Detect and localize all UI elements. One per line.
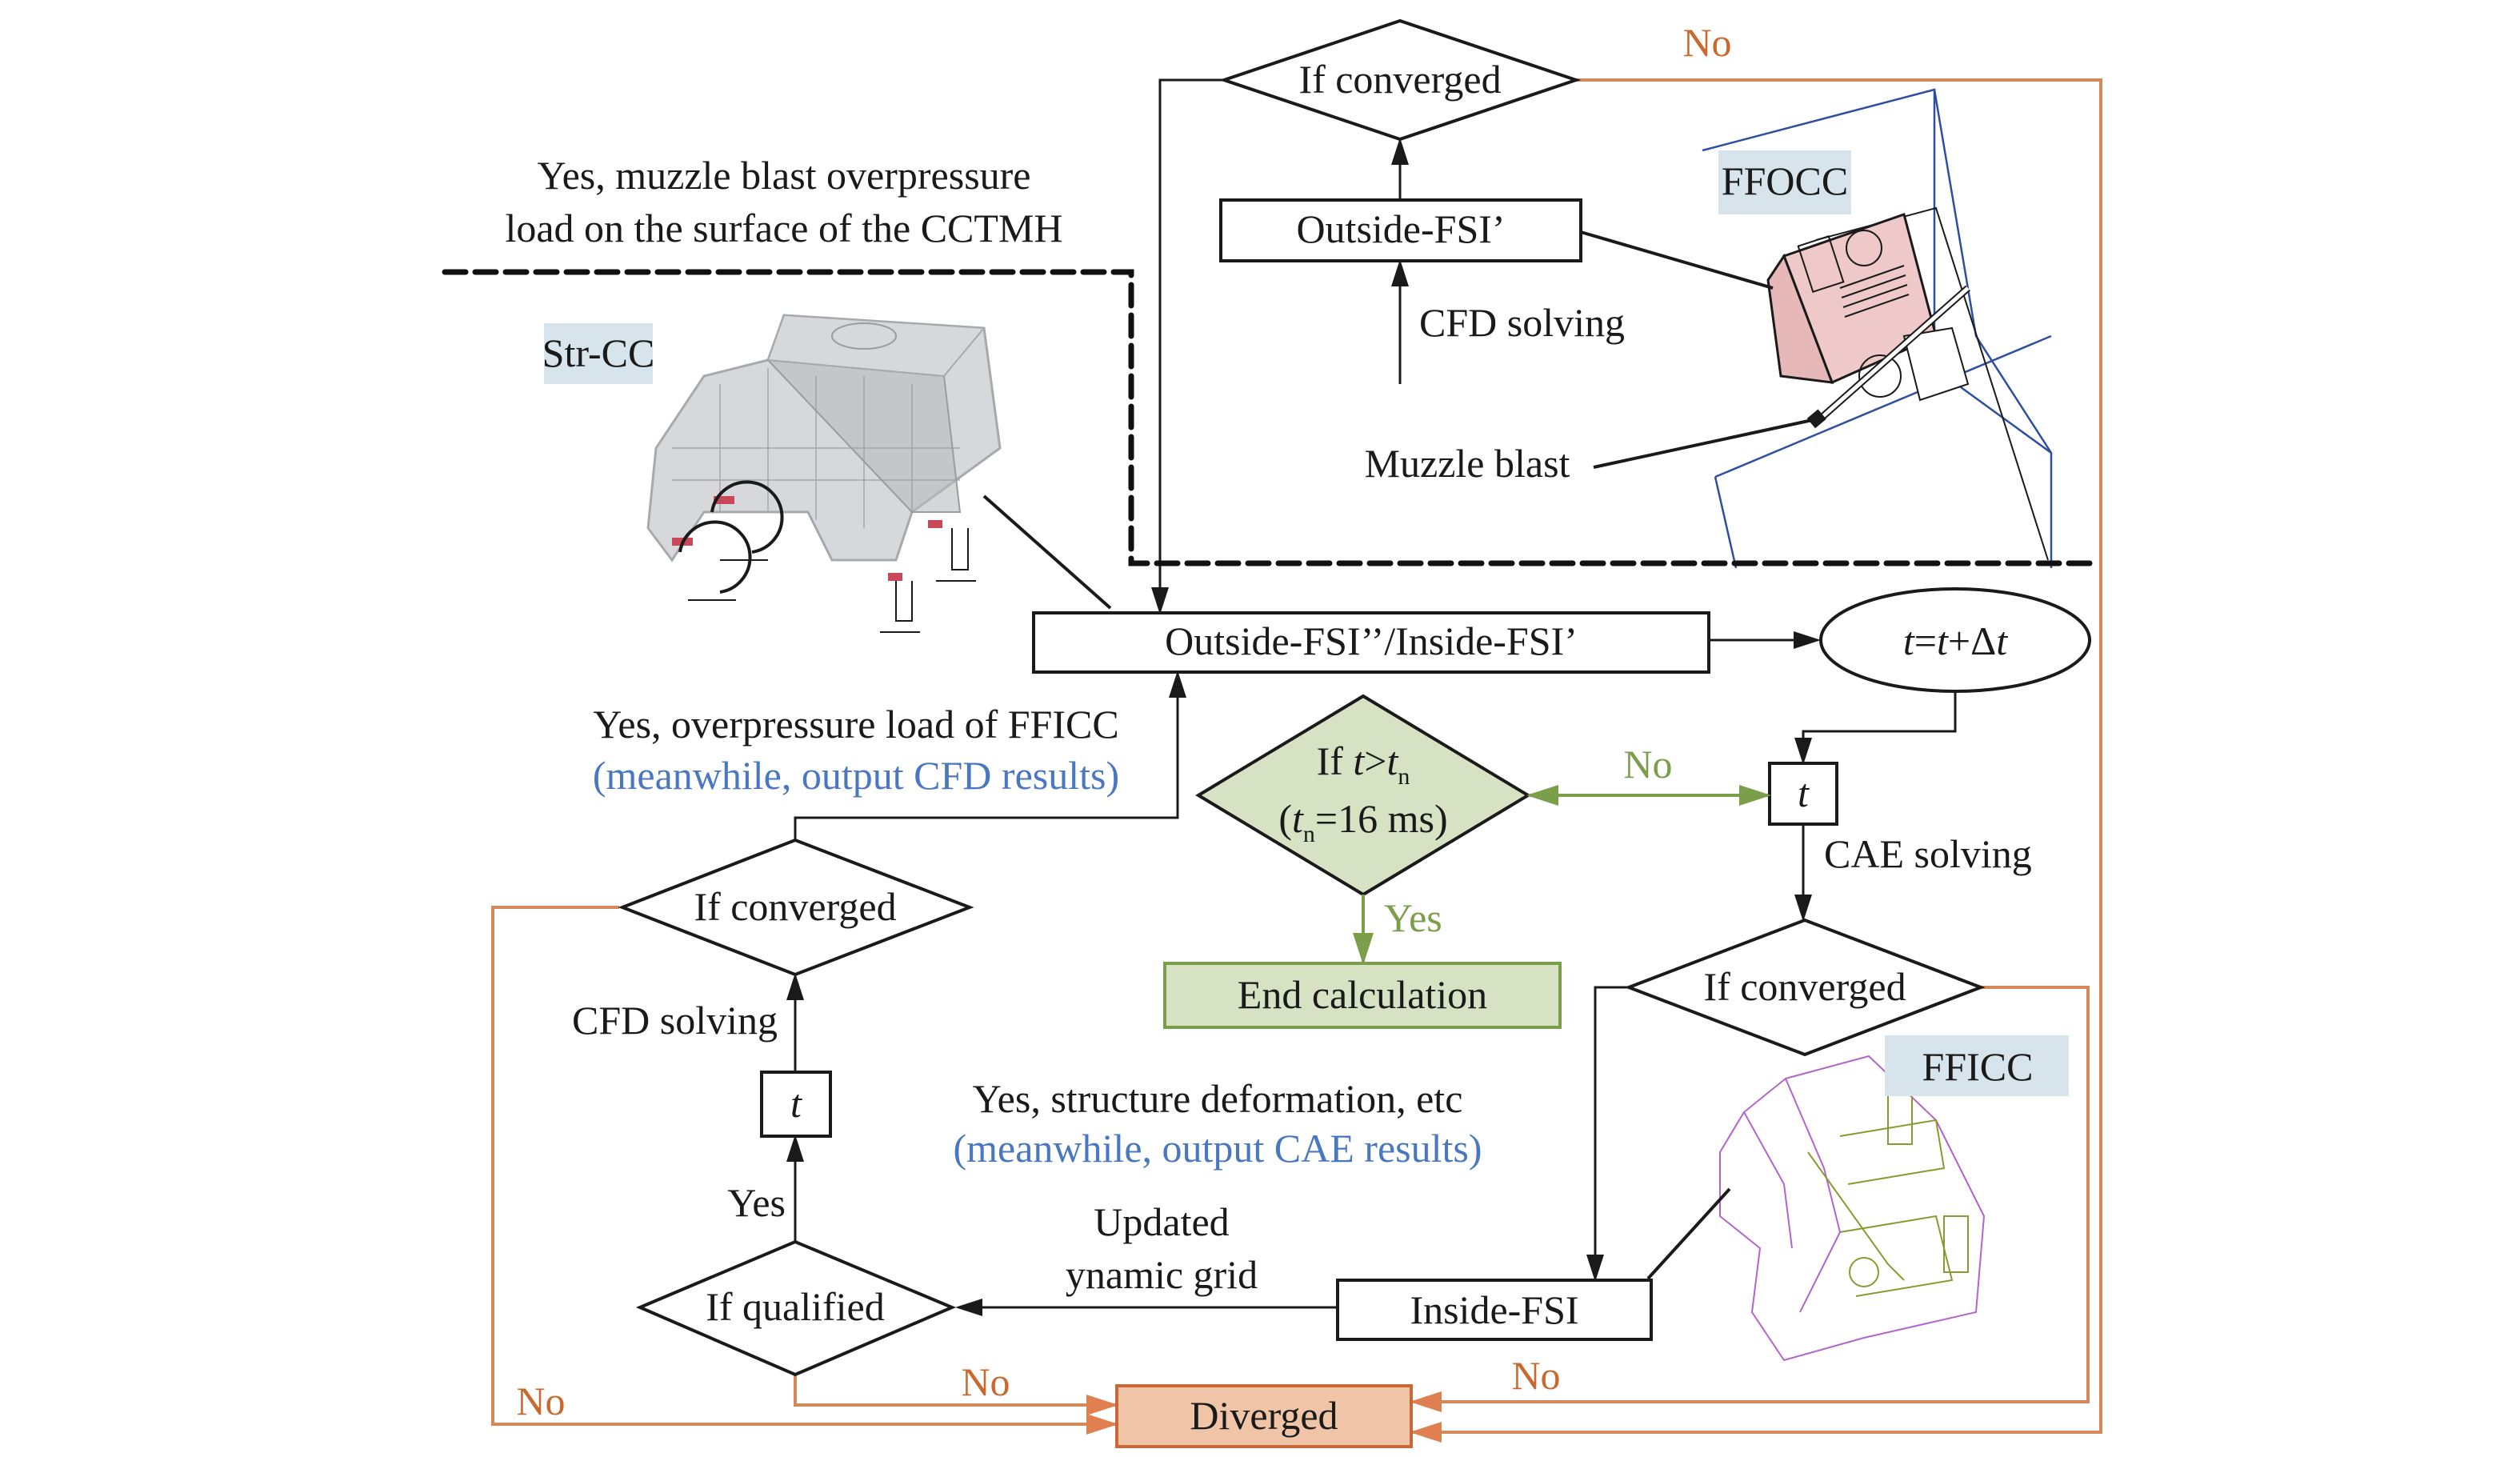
cae-solving-label: CAE solving (1824, 831, 2032, 876)
inside-fsi-to-model-connector (1646, 1187, 1731, 1280)
left-t-label: t (790, 1081, 802, 1126)
struct-yes-line2: (meanwhile, output CAE results) (954, 1126, 1482, 1171)
ffico-yes-line1: Yes, overpressure load of FFICC (593, 702, 1118, 747)
dashed-boundary (442, 269, 2093, 566)
cfd-no-label-bottom: No (961, 1359, 1010, 1404)
outside-fsi-to-model-connector (1580, 230, 1774, 290)
muzzle-note-line1: Yes, muzzle blast overpressure (538, 153, 1031, 198)
str-cc-tag-bg (544, 323, 653, 384)
main-fsi-label: Outside-FSI’’/Inside-FSI’ (1165, 618, 1578, 663)
time-check-yes-label: Yes (1384, 895, 1442, 940)
outside-fsi-prime-label: Outside-FSI’ (1296, 206, 1505, 251)
qualified-label: If qualified (706, 1284, 885, 1329)
no-line-cfd-converged (491, 906, 1118, 1435)
ffocc-vehicle-model (1766, 213, 1970, 429)
end-calculation-box (1163, 962, 1562, 1029)
right-t-label: t (1798, 771, 1810, 815)
cae-converged-diamond (1624, 918, 1986, 1057)
inside-fsi-box (1336, 1279, 1653, 1341)
left-cfd-solving-label: CFD solving (572, 998, 778, 1043)
outside-fsi-prime-box (1219, 198, 1582, 262)
cae-converged-yes-line (1586, 986, 1629, 1282)
qualified-diamond (635, 1239, 957, 1377)
left-converged-yes-line (794, 670, 1186, 840)
str-cc-tag: Str-CC (542, 330, 655, 375)
time-check-no-label: No (1623, 742, 1672, 787)
ffocc-tag-bg (1718, 150, 1851, 214)
ffocc-tag: FFOCC (1722, 158, 1848, 203)
top-converged-diamond (1218, 18, 1582, 142)
inside-fsi-label: Inside-FSI (1410, 1287, 1578, 1332)
muzzle-blast-connector (1593, 418, 1817, 469)
struct-yes-line1: Yes, structure deformation, etc (973, 1076, 1463, 1121)
top-cfd-solving-label: CFD solving (1419, 300, 1625, 345)
muzzle-blast-label: Muzzle blast (1365, 441, 1570, 486)
no-line-cae-converged (1410, 986, 2090, 1412)
diverged-box (1115, 1384, 1413, 1448)
left-converged-label: If converged (694, 884, 896, 929)
no-line-qualified (794, 1375, 1118, 1415)
top-converged-label: If converged (1298, 57, 1501, 102)
ffico-yes-line2: (meanwhile, output CFD results) (593, 753, 1119, 798)
muzzle-note-line2: load on the surface of the CCTMH (505, 206, 1062, 250)
cfd-no-label-left: No (516, 1379, 565, 1423)
left-converged-diamond (618, 838, 974, 977)
cae-converged-label: If converged (1703, 964, 1906, 1009)
main-fsi-box (1032, 611, 1710, 674)
str-cc-structure-model (646, 314, 1002, 633)
time-check-diamond (1195, 694, 1531, 897)
arrow-to-right-t-box (1794, 691, 1957, 765)
qualified-yes-label: Yes (727, 1180, 786, 1225)
diverged-label: Diverged (1190, 1393, 1338, 1438)
no-branch-lines (491, 78, 2102, 1443)
updated-grid-line2: ynamic grid (1066, 1252, 1258, 1297)
top-no-label: No (1682, 20, 1731, 65)
ffico-wireframe-model (1719, 1055, 1986, 1362)
str-cc-connector (982, 494, 1112, 610)
left-t-box (760, 1071, 832, 1138)
updated-grid-line1: Updated (1094, 1199, 1229, 1244)
no-line-top-converged (1410, 78, 2102, 1443)
time-check-line1: If t>tn (1317, 739, 1410, 790)
ffico-tag: FFICC (1922, 1044, 2034, 1089)
time-step-label: t=t+Δt (1903, 618, 2008, 663)
top-converged-yes-line (1151, 78, 1224, 614)
cae-no-label: No (1511, 1353, 1560, 1398)
end-calculation-label: End calculation (1238, 972, 1487, 1017)
ffico-tag-bg (1885, 1035, 2069, 1096)
time-check-line2: (tn=16 ms) (1278, 796, 1447, 847)
